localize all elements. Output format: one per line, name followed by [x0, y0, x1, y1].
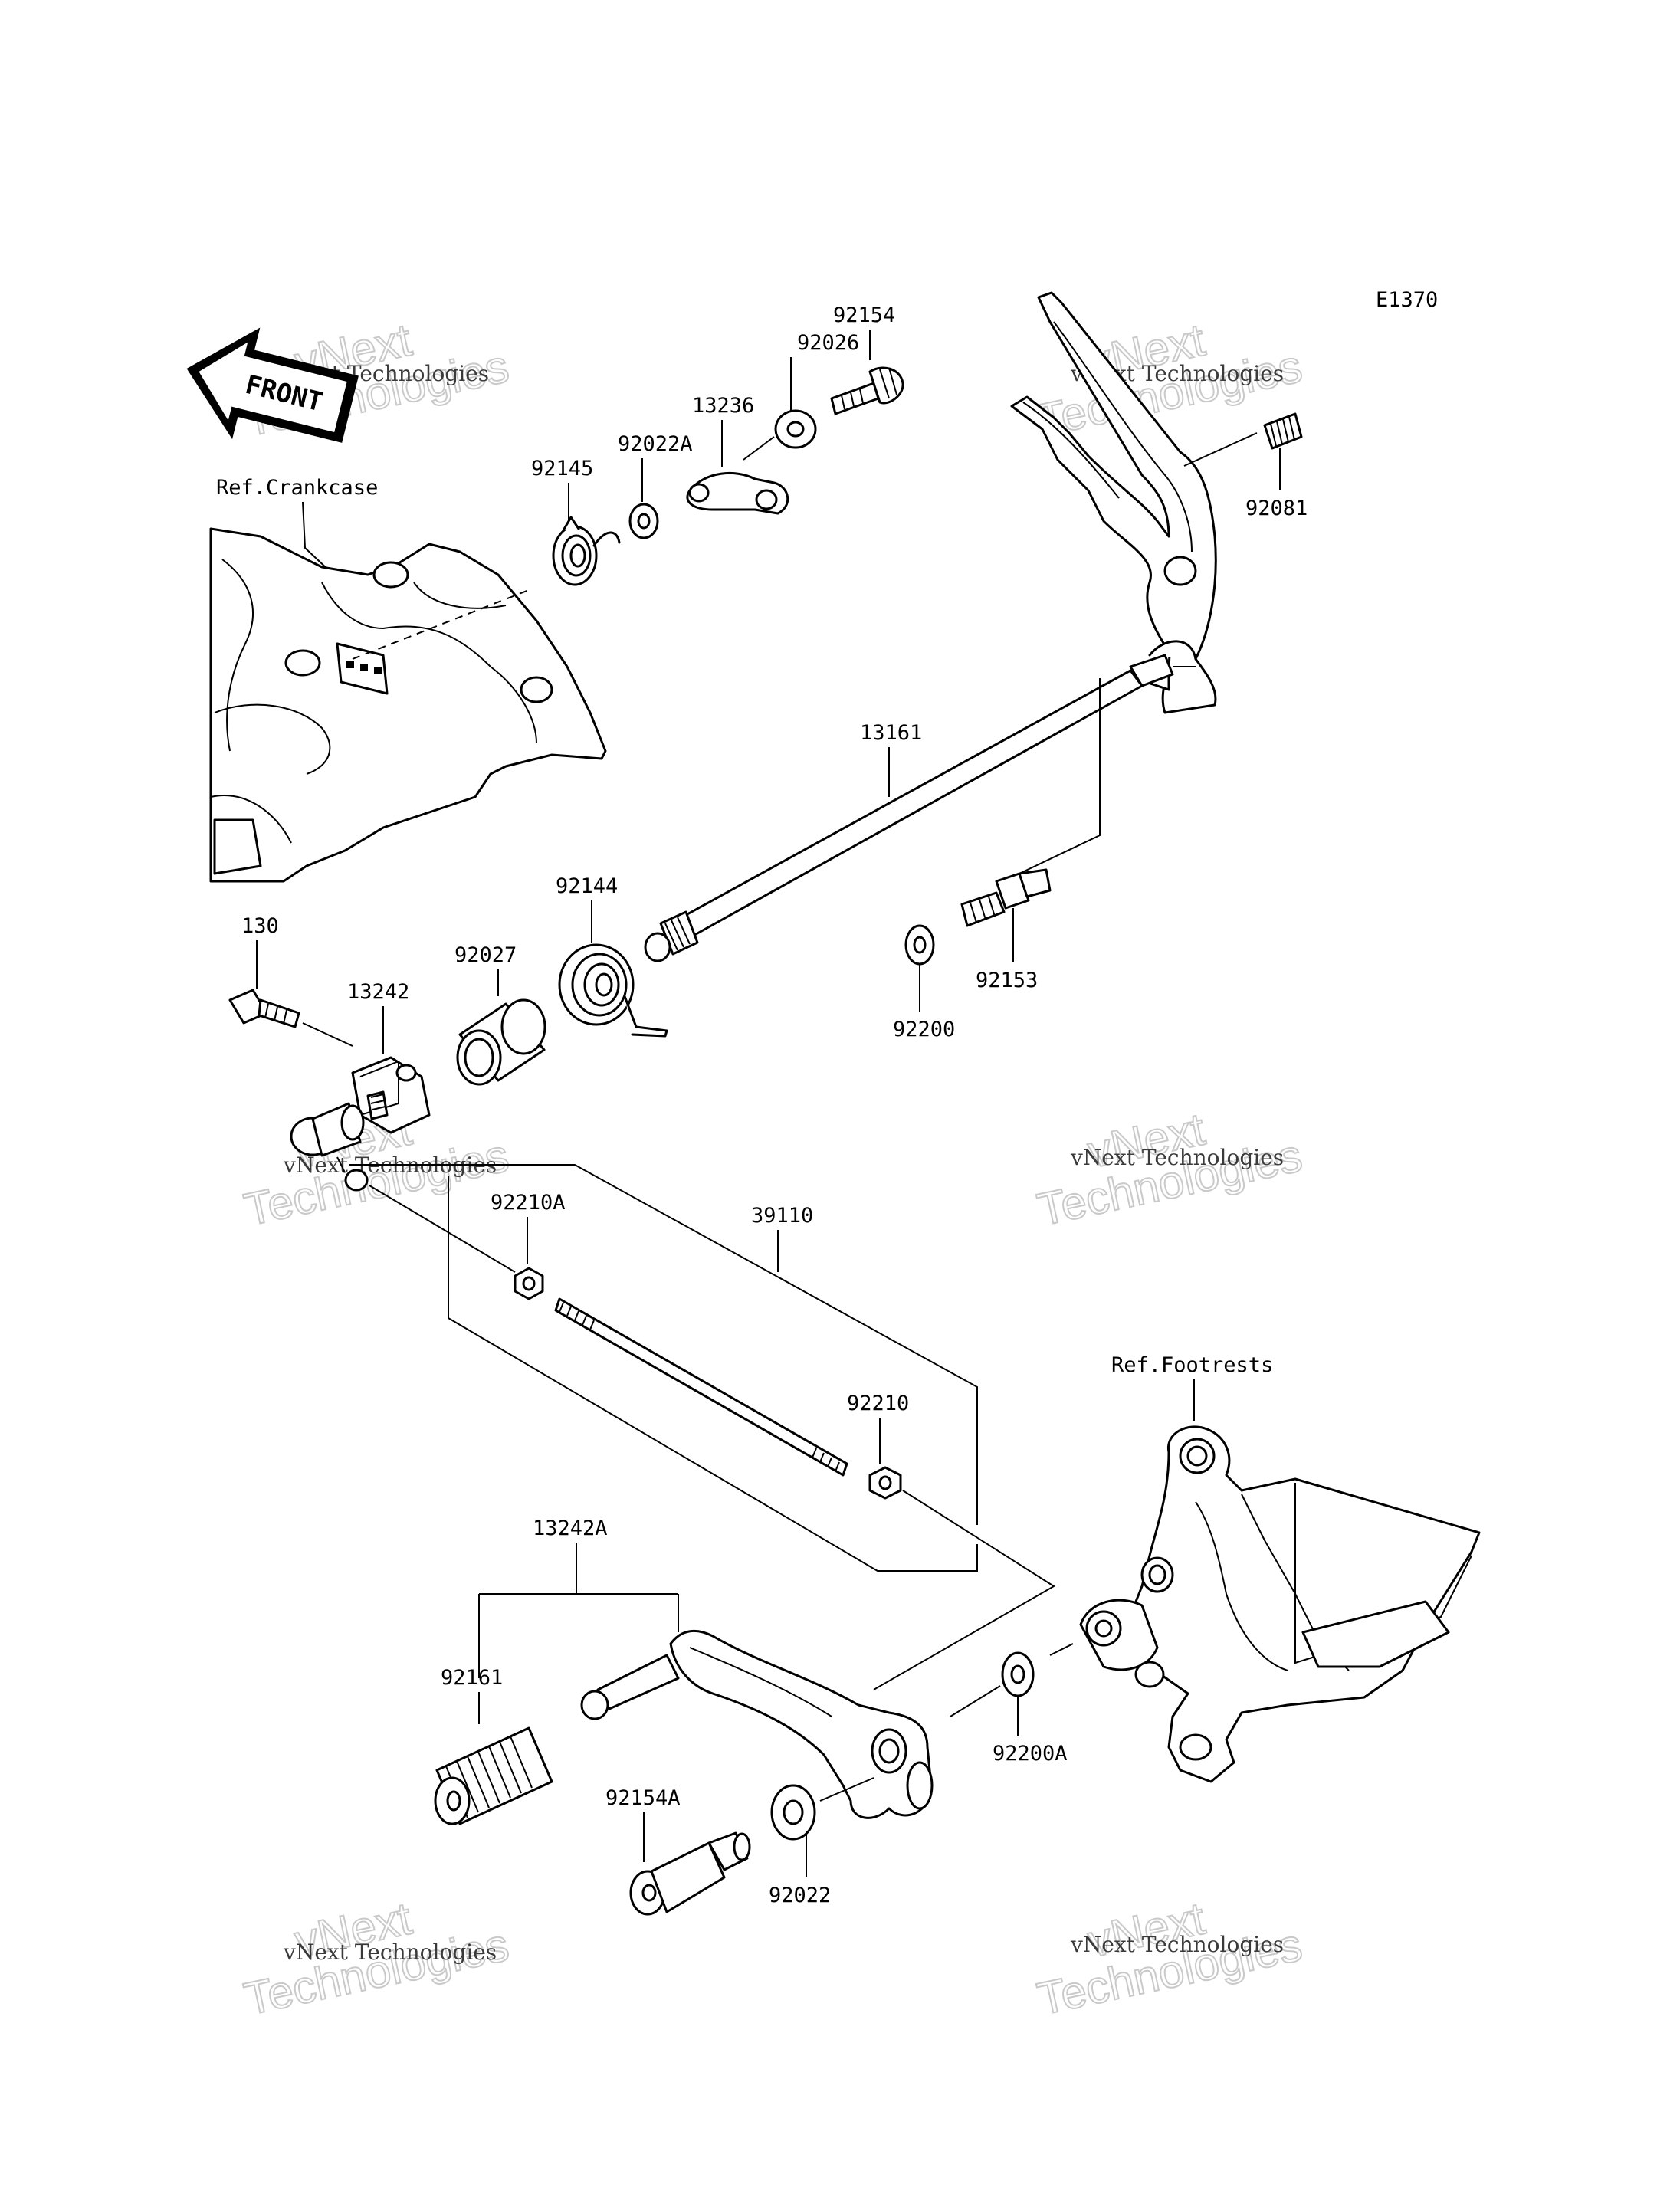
- part-92027: 92027: [454, 943, 546, 1086]
- label-92161: 92161: [441, 1666, 503, 1690]
- part-92210: 92210: [847, 1392, 1055, 1690]
- part-92144: 92144: [556, 874, 668, 1038]
- part-13236: 13236: [686, 394, 789, 515]
- front-arrow-icon: FRONT: [186, 327, 359, 443]
- part-92026: 92026: [743, 331, 859, 461]
- ref-footrests-label: Ref.Footrests: [1111, 1353, 1273, 1377]
- label-92210: 92210: [847, 1392, 909, 1415]
- part-92022A: 92022A: [618, 432, 693, 539]
- label-92022: 92022: [769, 1884, 831, 1907]
- part-39110: 39110: [349, 1164, 978, 1572]
- part-13242A: 13242A: [478, 1517, 934, 1819]
- label-92022A: 92022A: [618, 432, 693, 456]
- part-92153: 92153: [960, 868, 1052, 992]
- label-13242A: 13242A: [533, 1517, 608, 1540]
- ref-crankcase-label: Ref.Crankcase: [216, 476, 378, 500]
- label-39110: 39110: [751, 1204, 813, 1228]
- part-130: 130: [228, 914, 353, 1047]
- label-92027: 92027: [454, 943, 517, 967]
- part-92081: 92081: [1245, 412, 1308, 520]
- label-92145: 92145: [531, 457, 593, 480]
- label-92154A: 92154A: [605, 1786, 681, 1810]
- label-92026: 92026: [797, 331, 859, 355]
- diagram-code: E1370: [1376, 288, 1438, 312]
- label-13161: 13161: [860, 721, 922, 745]
- shift-arm: [1010, 291, 1258, 714]
- part-92210A: 92210A: [491, 1191, 566, 1300]
- part-92154: 92154: [830, 303, 904, 415]
- label-92153: 92153: [976, 969, 1038, 992]
- crankcase-ref: Ref.Crankcase: [209, 476, 607, 883]
- label-92200: 92200: [893, 1018, 955, 1041]
- part-92145: 92145: [531, 457, 621, 586]
- part-92154A: 92154A: [605, 1786, 751, 1916]
- label-92081: 92081: [1245, 497, 1308, 520]
- label-130: 130: [241, 914, 279, 938]
- part-92200: 92200: [893, 924, 955, 1041]
- watermark-caption: vNext Technologies: [1070, 1145, 1284, 1170]
- footrest-ref: Ref.Footrests: [1049, 1353, 1481, 1783]
- label-13242: 13242: [347, 980, 409, 1004]
- watermark-caption: vNext Technologies: [1070, 1932, 1284, 1957]
- part-13161: 13161: [644, 654, 1196, 962]
- label-13236: 13236: [692, 394, 754, 418]
- label-92210A: 92210A: [491, 1191, 566, 1215]
- part-13242: 13242: [290, 980, 431, 1192]
- label-92200A: 92200A: [993, 1742, 1068, 1766]
- part-92022: 92022: [769, 1777, 874, 1907]
- part-92200A: 92200A: [950, 1651, 1068, 1766]
- label-92154: 92154: [833, 303, 895, 327]
- watermark-caption: vNext Technologies: [283, 1940, 497, 1965]
- part-92161: 92161: [434, 1666, 553, 1825]
- label-92144: 92144: [556, 874, 618, 898]
